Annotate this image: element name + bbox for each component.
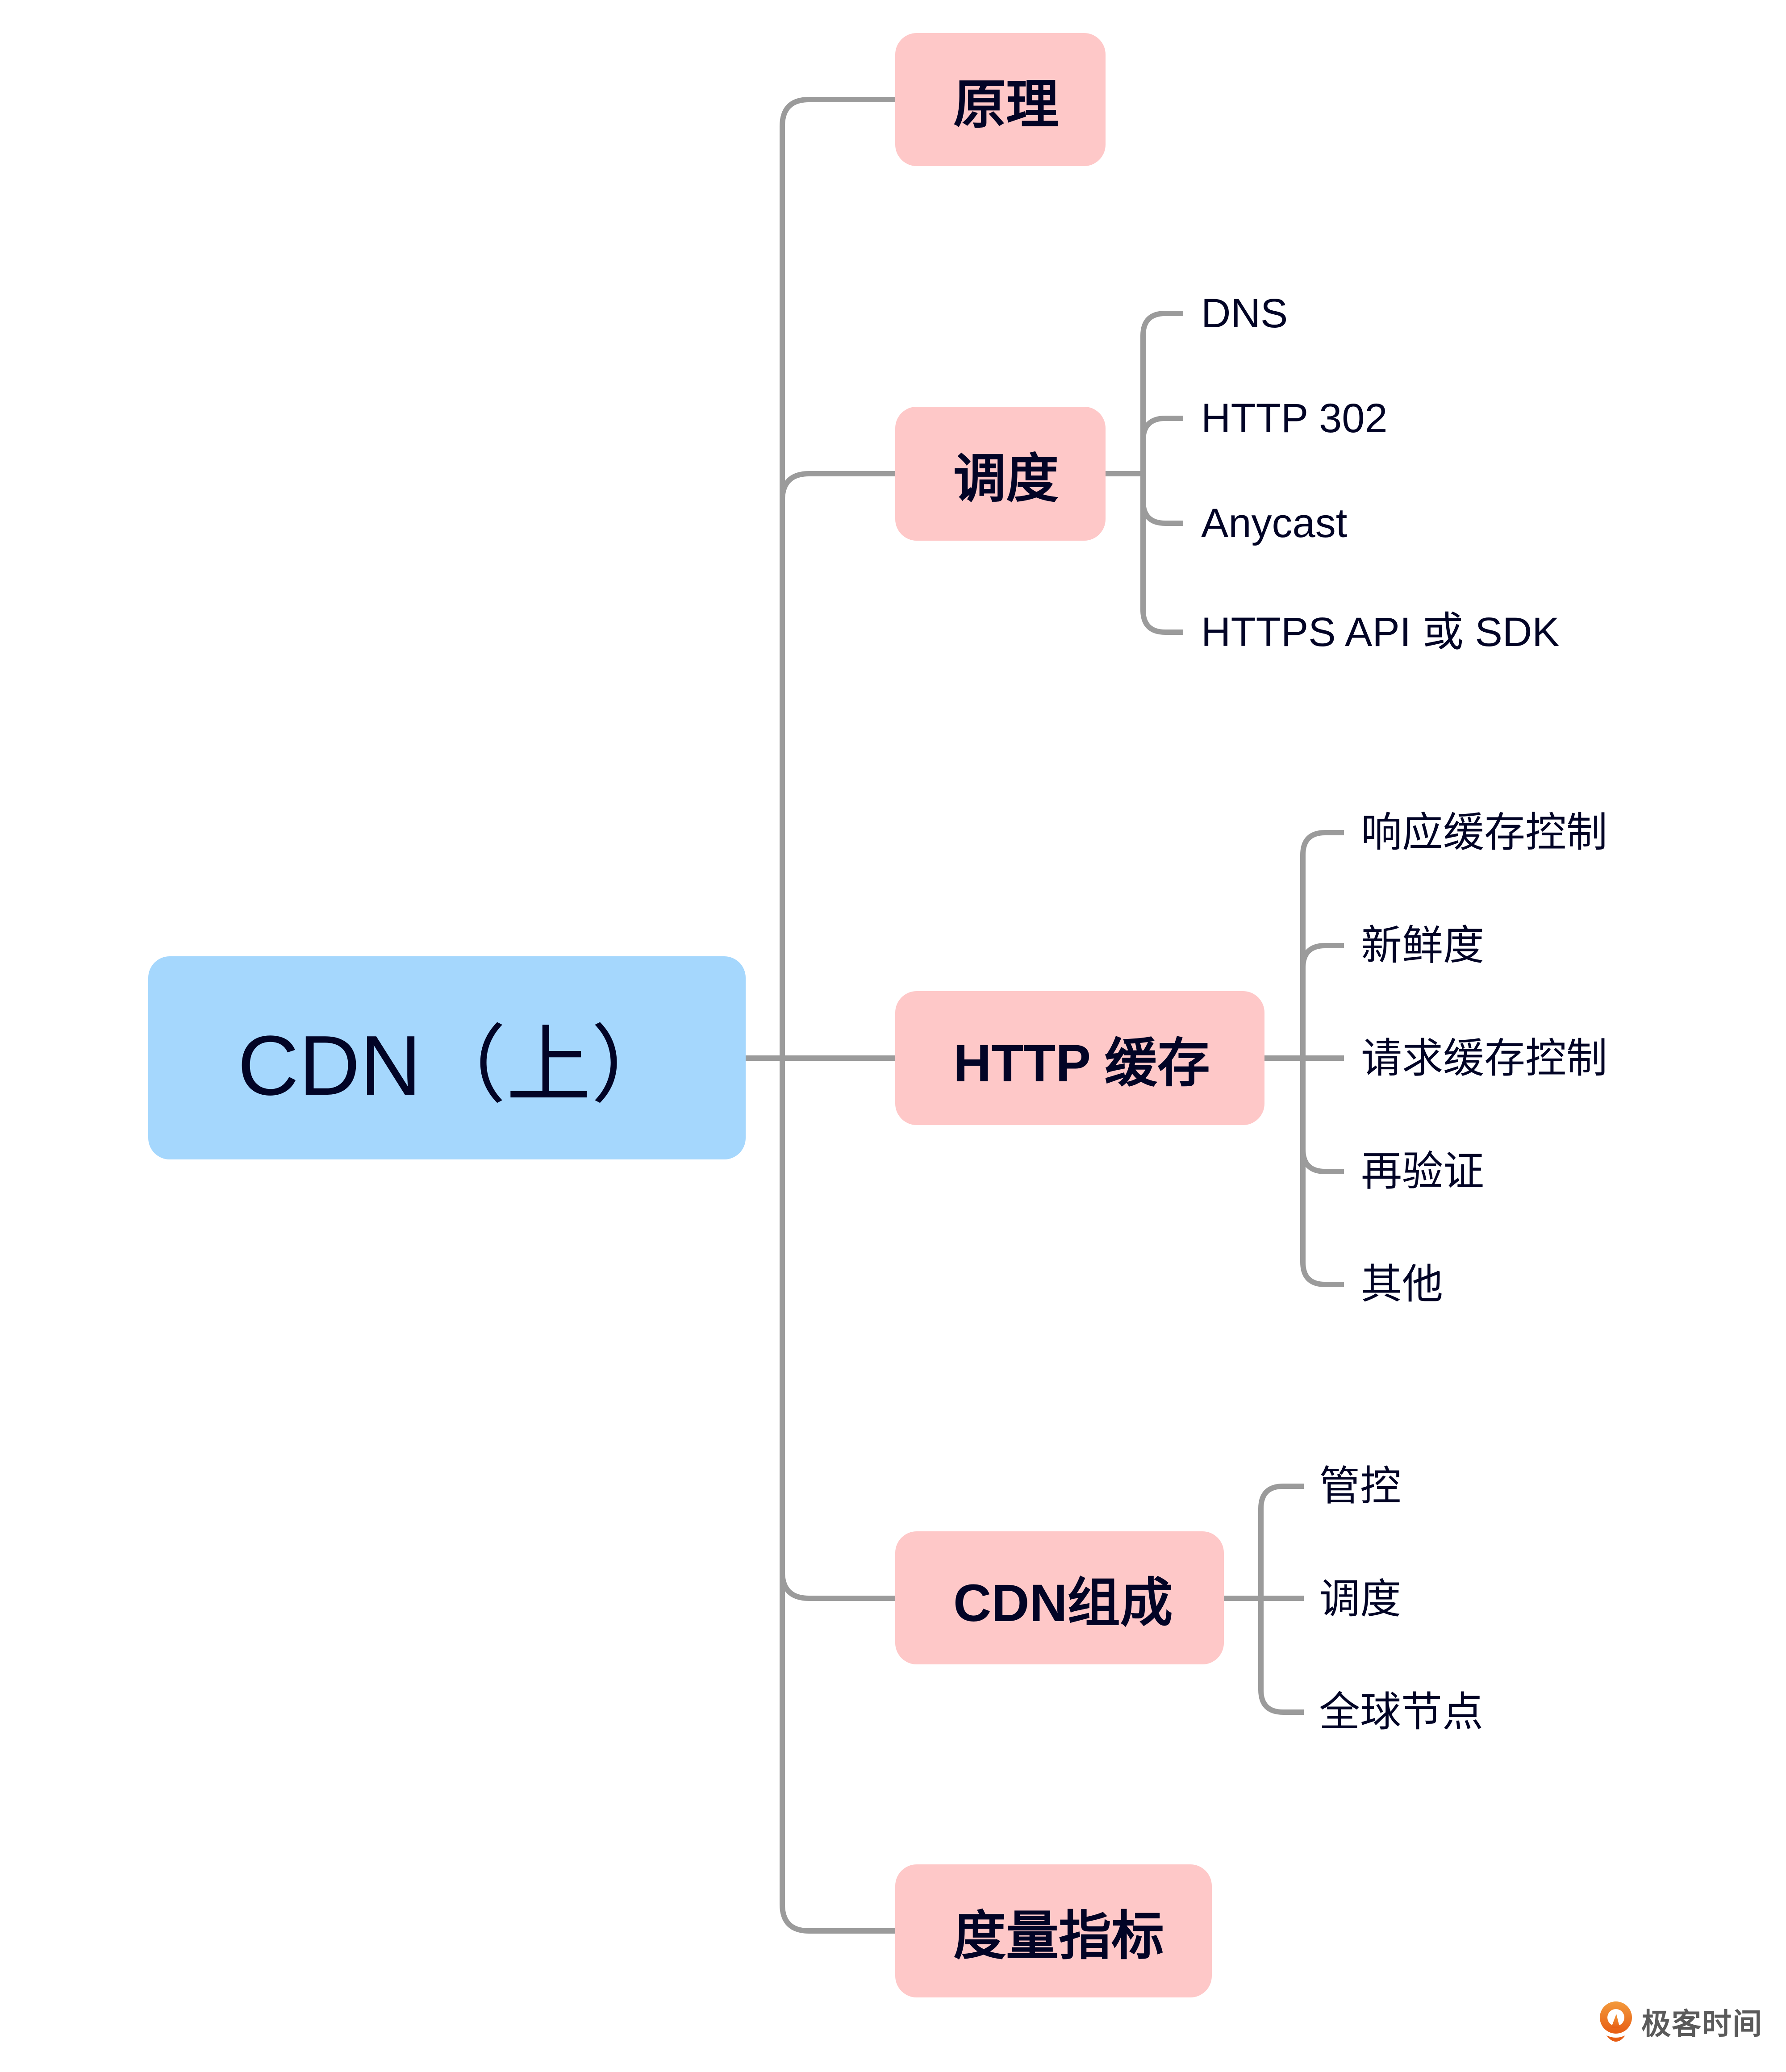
connector-sched-3	[1140, 500, 1183, 526]
leaf-freshness[interactable]: 新鲜度	[1361, 923, 1485, 968]
branch-label: 调度	[953, 449, 1059, 509]
branch-node-http-cache[interactable]: HTTP 缓存	[895, 991, 1264, 1125]
leaf-dns[interactable]: DNS	[1201, 291, 1288, 336]
leaf-http-302[interactable]: HTTP 302	[1201, 396, 1388, 441]
connector-branch-2	[780, 471, 895, 501]
geektime-watermark: 极客时间	[1598, 2000, 1763, 2043]
leaf-global-nodes[interactable]: 全球节点	[1319, 1689, 1484, 1735]
connector-sched-2	[1140, 416, 1183, 441]
branch-node-metrics[interactable]: 度量指标	[895, 1864, 1212, 1997]
connector-branch-4	[780, 1571, 895, 1601]
branch-node-principle[interactable]: 原理	[895, 33, 1106, 166]
connector-cache-2	[1300, 943, 1344, 968]
root-node[interactable]: CDN（上）	[148, 956, 746, 1159]
branch-label: CDN组成	[953, 1573, 1173, 1633]
branch-label: HTTP 缓存	[953, 1034, 1210, 1093]
connector-comp-bracket	[1258, 1484, 1304, 1715]
leaf-revalidation[interactable]: 再验证	[1361, 1149, 1485, 1194]
leaf-https-api-sdk[interactable]: HTTPS API 或 SDK	[1201, 609, 1560, 655]
connector-trunk	[780, 97, 895, 1934]
leaf-scheduling[interactable]: 调度	[1319, 1576, 1402, 1622]
leaf-anycast[interactable]: Anycast	[1201, 500, 1348, 546]
leaf-request-cache-control[interactable]: 请求缓存控制	[1361, 1036, 1608, 1081]
leaf-control[interactable]: 管控	[1319, 1463, 1402, 1509]
leaf-response-cache-control[interactable]: 响应缓存控制	[1361, 810, 1608, 855]
geektime-logo-icon	[1600, 2001, 1632, 2042]
watermark-text: 极客时间	[1641, 2007, 1763, 2040]
branch-label: 度量指标	[953, 1906, 1164, 1966]
branch-label: 原理	[953, 75, 1059, 134]
connector-cache-4	[1300, 1149, 1344, 1174]
root-label: CDN（上）	[238, 1018, 676, 1113]
branch-node-cdn-composition[interactable]: CDN组成	[895, 1531, 1224, 1664]
branch-node-scheduling[interactable]: 调度	[895, 407, 1106, 541]
connector-sched-bracket	[1140, 311, 1183, 635]
leaf-others[interactable]: 其他	[1361, 1262, 1444, 1307]
connector-cache-bracket	[1300, 830, 1344, 1287]
